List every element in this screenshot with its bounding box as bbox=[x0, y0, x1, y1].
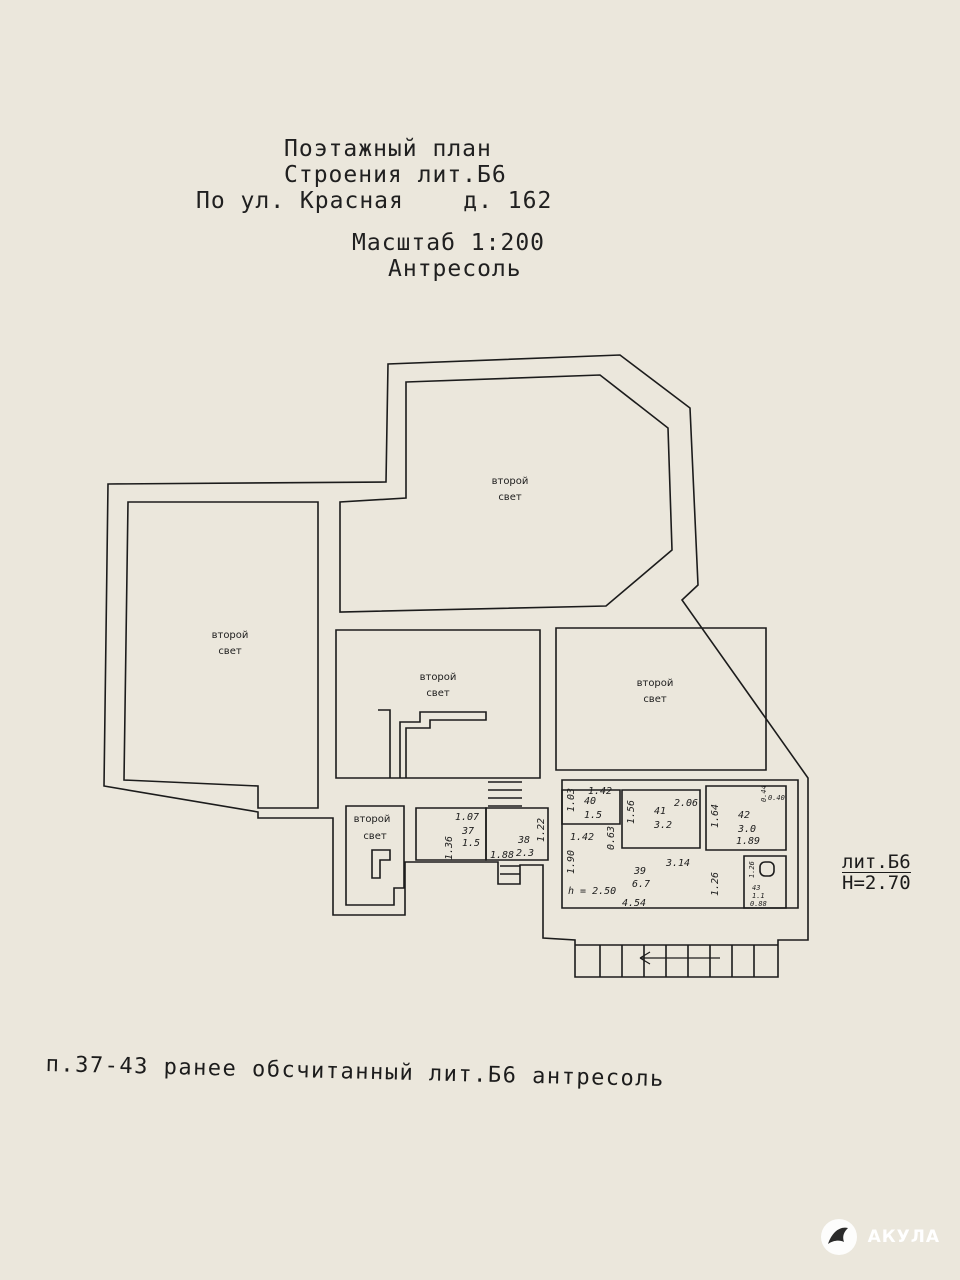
room-small-light bbox=[345, 805, 405, 906]
stair-arrow-icon bbox=[639, 951, 720, 965]
light-label-middle-2: свет bbox=[426, 688, 450, 699]
dim-040: 0.40 bbox=[768, 794, 785, 802]
dim-156: 1.56 bbox=[626, 800, 637, 824]
dim-107: 1.07 bbox=[455, 812, 479, 823]
dim-164: 1.64 bbox=[710, 804, 721, 828]
bottom-stair bbox=[575, 944, 778, 977]
room-42-outline bbox=[705, 785, 787, 851]
room-39-number: 39 bbox=[633, 866, 646, 877]
level-label: Антресоль bbox=[388, 256, 522, 282]
light-label-upper-1: второй bbox=[492, 476, 529, 487]
room-upper-outline bbox=[339, 374, 673, 613]
dim-142b: 1.42 bbox=[570, 832, 594, 843]
stair-38-steps bbox=[488, 781, 522, 875]
room-40-number: 40 bbox=[584, 796, 596, 807]
dim-454: 4.54 bbox=[622, 898, 646, 909]
room-38-outline bbox=[485, 807, 549, 861]
plan-title: Поэтажный план bbox=[284, 136, 492, 162]
light-label-middle-1: второй bbox=[420, 672, 457, 683]
dim-103: 1.03 bbox=[566, 788, 577, 812]
outer-wall bbox=[103, 354, 809, 978]
lit-label-height: H=2.70 bbox=[842, 872, 911, 894]
dim-044: 0.44 bbox=[760, 785, 768, 802]
room-38-area: 2.3 bbox=[516, 848, 534, 859]
light-label-small-2: свет bbox=[363, 831, 387, 842]
dim-314: 3.14 bbox=[665, 858, 690, 869]
lit-label: лит.Б6 H=2.70 bbox=[842, 852, 911, 893]
brand-name: АКУЛА bbox=[867, 1227, 940, 1247]
stair-outline bbox=[378, 709, 487, 778]
brand-watermark: АКУЛА bbox=[820, 1218, 940, 1256]
dim-206: 2.06 bbox=[674, 798, 698, 809]
room-38-number: 38 bbox=[517, 835, 530, 846]
light-label-left-2: свет bbox=[218, 646, 242, 657]
room-40-outline bbox=[561, 789, 621, 825]
room-left-outline bbox=[123, 501, 319, 809]
scale-label: Масштаб 1:200 bbox=[352, 230, 546, 256]
lit-label-name: лит.Б6 bbox=[842, 851, 911, 873]
light-label-upper-2: свет bbox=[498, 492, 522, 503]
dim-190: 1.90 bbox=[566, 850, 577, 874]
dim-063: 0.63 bbox=[606, 826, 617, 850]
room-41-outline bbox=[621, 789, 701, 849]
room-39-outline bbox=[561, 779, 799, 909]
light-label-right-1: второй bbox=[637, 678, 674, 689]
ceiling-height: h = 2.50 bbox=[568, 886, 616, 897]
room-40-area: 1.5 bbox=[584, 810, 602, 821]
building-title: Строения лит.Б6 bbox=[284, 162, 507, 188]
dim-136: 1.36 bbox=[444, 836, 455, 860]
shark-logo-icon bbox=[820, 1219, 857, 1255]
dim-122: 1.22 bbox=[536, 818, 547, 842]
light-label-small-1: второй bbox=[354, 814, 391, 825]
room-37-number: 37 bbox=[461, 826, 474, 837]
room-37-area: 1.5 bbox=[462, 838, 480, 849]
light-label-left-1: второй bbox=[212, 630, 249, 641]
dim-126a: 1.26 bbox=[710, 872, 721, 896]
dim-142a: 1.42 bbox=[588, 786, 612, 797]
room-43-area: 1.1 bbox=[752, 892, 765, 900]
room-42-area: 3.0 bbox=[737, 824, 756, 835]
light-label-right-2: свет bbox=[643, 694, 667, 705]
toilet-icon bbox=[759, 861, 775, 877]
dim-126b: 1.26 bbox=[748, 861, 756, 878]
room-41-area: 3.2 bbox=[653, 820, 672, 831]
room-42-number: 42 bbox=[738, 810, 750, 821]
dim-189: 1.89 bbox=[736, 836, 760, 847]
room-41-number: 41 bbox=[654, 806, 666, 817]
room-43-number: 43 bbox=[752, 884, 760, 892]
room-39-area: 6.7 bbox=[632, 879, 650, 890]
small-stair bbox=[371, 849, 391, 879]
dim-188: 1.88 bbox=[490, 850, 514, 861]
room-middle-outline bbox=[335, 629, 541, 779]
dim-088: 0.88 bbox=[750, 900, 767, 908]
room-right-outline bbox=[555, 627, 767, 771]
address: По ул. Красная д. 162 bbox=[196, 188, 553, 214]
room-43-outline bbox=[743, 855, 787, 909]
